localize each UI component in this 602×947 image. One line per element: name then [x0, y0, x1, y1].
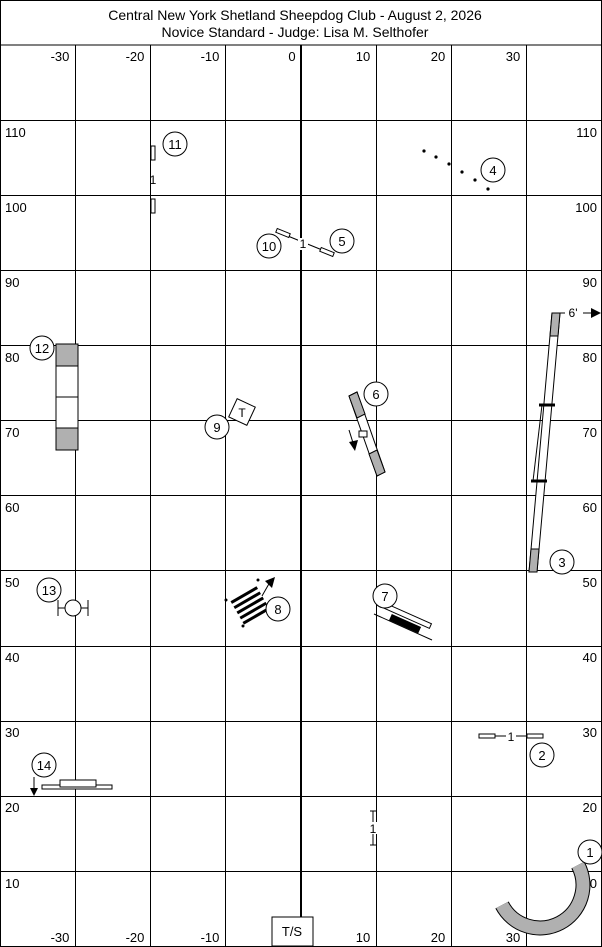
jump-bar-marker: 1: [368, 810, 378, 846]
x-tick-label: 20: [431, 930, 445, 945]
y-tick-label: 40: [5, 650, 19, 665]
obstacle-1-tunnel: 1: [495, 839, 602, 936]
obstacle-2-jump: 1 2: [478, 729, 555, 768]
obstacle-8-broad-jump: 8: [224, 577, 291, 628]
y-tick-label: 40: [583, 650, 597, 665]
y-tick-label: 30: [5, 725, 19, 740]
y-tick-label: 20: [5, 800, 19, 815]
y-tick-label: 100: [575, 200, 597, 215]
y-tick-label: 110: [576, 125, 597, 140]
x-tick-label: -30: [51, 49, 70, 64]
y-tick-label: 0: [590, 876, 597, 891]
obstacle-3-dogwalk: 6' 3: [528, 306, 601, 575]
y-tick-label: 20: [583, 800, 597, 815]
y-tick-label: 110: [5, 125, 26, 140]
bar-height-label: 1: [508, 730, 515, 744]
obstacle-number: 3: [558, 555, 565, 570]
x-axis-bottom: -30 -20 -10 10 20 30: [51, 930, 521, 945]
obstacle-number: 1: [586, 845, 593, 860]
x-tick-label: -10: [201, 49, 220, 64]
y-tick-label: 80: [5, 350, 19, 365]
obstacle-4-weave-poles: 4: [422, 149, 506, 191]
obstacle-14-jump: 14: [30, 752, 113, 796]
x-tick-label: 30: [506, 930, 520, 945]
obstacle-number: 14: [37, 758, 51, 773]
y-tick-label: 70: [5, 425, 19, 440]
start-label: T/S: [282, 924, 303, 939]
y-tick-label: 90: [583, 275, 597, 290]
obstacle-number: 10: [262, 239, 276, 254]
y-tick-label: 80: [583, 350, 597, 365]
y-tick-label: 90: [5, 275, 19, 290]
y-axis-right: 110 100 90 80 70 60 50 40 30 20 0: [575, 125, 597, 891]
x-tick-label: -10: [201, 930, 220, 945]
obstacle-number: 13: [42, 583, 56, 598]
y-axis-left: 110 100 90 80 70 60 50 40 30 20 10: [5, 125, 27, 891]
x-axis-top: -30 -20 -10 0 10 20 30: [51, 49, 521, 64]
y-tick-label: 60: [5, 500, 19, 515]
y-tick-label: 50: [583, 575, 597, 590]
x-tick-label: 0: [288, 49, 295, 64]
obstacle-number: 9: [213, 420, 220, 435]
course-subtitle: Novice Standard - Judge: Lisa M. Selthof…: [162, 24, 429, 40]
bar-height-label: 1: [300, 237, 307, 251]
x-tick-label: -20: [126, 49, 145, 64]
x-tick-label: 10: [356, 49, 370, 64]
x-tick-label: -30: [51, 930, 70, 945]
obstacle-number: 6: [372, 387, 379, 402]
obstacle-number: 8: [274, 602, 281, 617]
bar-height-label: 1: [150, 173, 157, 187]
obstacle-13-tire: 13: [36, 577, 89, 617]
obstacle-number: 2: [538, 748, 545, 763]
obstacle-9-table: T 9: [204, 398, 256, 440]
obstacle-number: 5: [338, 234, 345, 249]
dogwalk-height-label: 6': [569, 306, 578, 320]
obstacle-12-contact: 12: [29, 335, 79, 451]
obstacle-6-teeter: 6: [348, 381, 389, 477]
obstacle-5-10-jump: 1 5 10: [256, 227, 355, 259]
course-title: Central New York Shetland Sheepdog Club …: [108, 7, 482, 23]
y-tick-label: 100: [5, 200, 27, 215]
table-label: T: [238, 406, 246, 420]
obstacle-number: 11: [168, 137, 182, 152]
x-tick-label: 30: [506, 49, 520, 64]
obstacle-7-tunnel: 7: [372, 583, 433, 641]
x-tick-label: 20: [431, 49, 445, 64]
obstacle-number: 7: [381, 589, 388, 604]
y-tick-label: 10: [5, 876, 19, 891]
y-tick-label: 30: [583, 725, 597, 740]
obstacle-number: 12: [35, 341, 49, 356]
y-tick-label: 70: [583, 425, 597, 440]
start-box: T/S: [271, 916, 314, 947]
bar-height-label: 1: [370, 822, 377, 836]
y-tick-label: 60: [583, 500, 597, 515]
x-tick-label: -20: [126, 930, 145, 945]
obstacle-number: 4: [489, 163, 496, 178]
obstacle-11-jump: 1 11: [150, 131, 188, 214]
x-tick-label: 10: [356, 930, 370, 945]
y-tick-label: 50: [5, 575, 19, 590]
